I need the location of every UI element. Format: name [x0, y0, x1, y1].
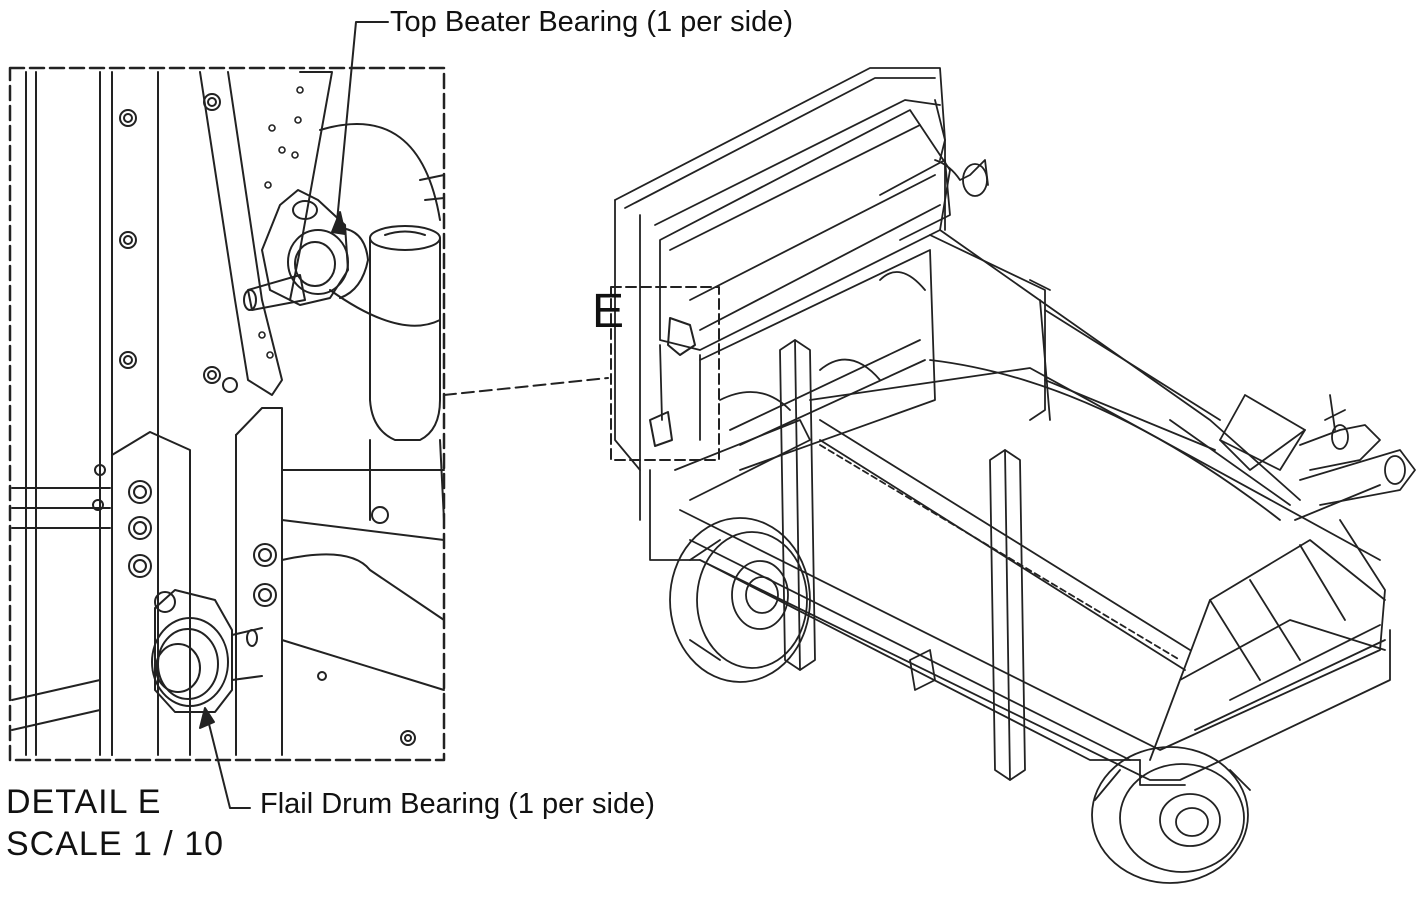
detail-e-marker-box: [610, 286, 720, 461]
flail-drum-bearing-label: Flail Drum Bearing (1 per side): [260, 788, 655, 820]
frame-bolts: [119, 93, 416, 746]
flail-drum-bearing: [151, 589, 263, 713]
detail-scale: SCALE 1 / 10: [6, 825, 225, 863]
top-beater-bearing-label: Top Beater Bearing (1 per side): [390, 6, 793, 38]
detail-connector: [443, 377, 609, 396]
plate-bolts: [92, 464, 389, 681]
detail-marker-letter: E: [592, 285, 625, 338]
front-wheel: [1091, 746, 1251, 884]
upright-posts: [779, 339, 1026, 781]
flail-bearing-leader: [205, 711, 251, 809]
detail-title: DETAIL E: [6, 783, 162, 821]
top-beater-bearing: [243, 189, 369, 311]
hitch-tongue: [1219, 394, 1416, 521]
rear-wheel: [669, 517, 811, 683]
flail-machine: [614, 67, 1416, 884]
detail-frame: [8, 66, 446, 762]
top-bearing-leader: [335, 21, 389, 233]
detail-e-inset: [8, 21, 446, 809]
